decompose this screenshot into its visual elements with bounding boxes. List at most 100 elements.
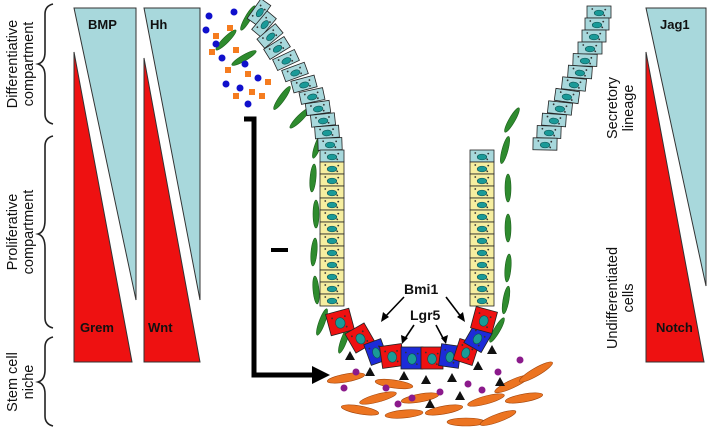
stromal-cell	[504, 213, 512, 243]
cell-nucleus	[476, 201, 488, 209]
crypt-base-cell	[438, 343, 462, 369]
jag1-gradient	[645, 7, 707, 287]
cell-granule	[585, 69, 588, 71]
cell-nucleus	[272, 45, 283, 53]
cell-granule	[280, 41, 282, 44]
cell-granule	[486, 242, 489, 245]
cell-granule	[404, 351, 407, 354]
label-proliferative-line2: compartment	[21, 190, 37, 275]
cell-granule	[396, 360, 399, 363]
cell-granule	[478, 312, 481, 314]
wnt-gradient	[143, 57, 201, 363]
cell-nucleus	[476, 249, 488, 257]
bmi1-arrowhead-left	[381, 312, 389, 322]
cell-granule	[337, 248, 340, 251]
cell-granule	[474, 248, 477, 250]
cell-granule	[416, 352, 419, 355]
crypt-cell-right	[541, 112, 567, 128]
hh-square	[225, 67, 231, 73]
notch-gradient	[645, 51, 705, 363]
crypt-cell-right	[572, 53, 598, 67]
cell-granule	[332, 128, 334, 131]
bmp-dot	[241, 60, 249, 68]
cell-granule	[309, 84, 311, 87]
cell-granule	[549, 146, 552, 149]
cell-granule	[546, 115, 549, 118]
cell-granule	[590, 56, 593, 59]
cell-granule	[337, 200, 340, 203]
cell-granule	[337, 176, 340, 179]
bmp-dot	[205, 12, 213, 20]
cell-granule	[477, 344, 480, 347]
bmi1-arrow-left	[383, 296, 405, 319]
crypt-cell-left	[319, 269, 345, 283]
crypt-cell-right	[469, 245, 495, 259]
fibroblast	[519, 361, 553, 383]
hh-square	[249, 89, 255, 95]
fibroblast	[446, 417, 486, 427]
cell-granule	[336, 170, 339, 173]
cell-granule	[487, 152, 490, 155]
cell-granule	[550, 140, 553, 143]
cell-granule	[324, 164, 327, 166]
cell-nucleus	[579, 57, 591, 65]
cell-granule	[336, 182, 339, 185]
cell-granule	[268, 48, 271, 50]
label-differentiative-line1: Differentiative	[5, 20, 21, 108]
cell-granule	[486, 158, 489, 161]
niche-triangle	[487, 345, 497, 354]
cell-granule	[336, 302, 339, 305]
niche-triangle	[399, 371, 409, 380]
notch-label: Notch	[656, 320, 693, 335]
cell-nucleus	[593, 9, 605, 17]
cell-granule	[319, 128, 321, 131]
cell-granule	[335, 140, 338, 143]
cell-nucleus	[335, 317, 346, 329]
crypt-cell-left	[319, 281, 345, 295]
crypt-cell-left	[256, 23, 284, 49]
hh-square	[259, 93, 265, 99]
cell-nucleus	[281, 57, 292, 65]
hh-square	[227, 25, 233, 31]
cell-nucleus	[266, 32, 276, 41]
cell-granule	[489, 316, 492, 319]
crypt-cell-left	[304, 99, 332, 117]
cell-granule	[345, 325, 348, 328]
cell-granule	[474, 212, 477, 214]
bmp-dot	[202, 26, 210, 34]
bmp-gradient	[73, 7, 137, 301]
cell-nucleus	[478, 315, 489, 327]
hh-square	[233, 47, 239, 53]
niche-triangle	[421, 375, 431, 384]
bmp-dot	[218, 54, 226, 62]
crypt-cell-right	[469, 233, 495, 247]
lgr5-arrowhead-right	[441, 335, 448, 344]
grem-label: Grem	[80, 320, 114, 335]
cell-granule	[604, 8, 607, 11]
cell-granule	[291, 59, 294, 62]
cell-nucleus	[326, 273, 338, 281]
cell-granule	[336, 218, 339, 221]
fibroblast	[384, 409, 424, 419]
cell-granule	[334, 146, 337, 149]
cell-granule	[487, 248, 490, 251]
cell-granule	[589, 62, 592, 65]
stromal-cell	[504, 173, 512, 203]
crypt-cell-left	[319, 149, 345, 163]
crypt-cell-left	[319, 221, 345, 235]
crypt-cell-right	[546, 100, 574, 116]
cell-granule	[483, 335, 486, 338]
crypt-cell-right	[536, 125, 562, 139]
cell-granule	[598, 38, 601, 41]
cell-granule	[316, 91, 319, 94]
cell-granule	[256, 26, 259, 29]
cell-granule	[269, 21, 271, 24]
cell-granule	[324, 188, 327, 190]
cell-granule	[337, 164, 340, 167]
cell-granule	[601, 26, 604, 29]
cell-granule	[474, 296, 477, 298]
cell-granule	[487, 260, 490, 263]
cell-granule	[316, 97, 319, 100]
cell-granule	[474, 272, 477, 274]
cell-granule	[415, 363, 418, 366]
